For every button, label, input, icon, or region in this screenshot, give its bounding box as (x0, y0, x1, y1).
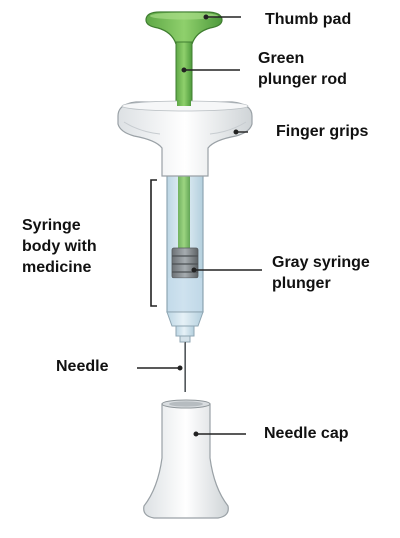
label-needle-cap: Needle cap (264, 423, 348, 444)
label-syringe-body: Syringe body with medicine (22, 215, 97, 278)
label-finger-grips: Finger grips (276, 121, 368, 142)
needle-cap (143, 399, 229, 519)
label-gray-plunger-line-1: Gray syringe (272, 254, 370, 271)
syringe-body (166, 171, 204, 343)
thumb-pad (145, 11, 223, 45)
label-needle-text: Needle (56, 358, 109, 375)
finger-grips (117, 100, 253, 177)
label-syringe-body-line-1: Syringe (22, 217, 81, 234)
needle (184, 342, 186, 392)
label-thumb-pad-text: Thumb pad (265, 11, 352, 28)
label-plunger-rod: Green plunger rod (258, 48, 347, 90)
green-plunger-rod (175, 41, 193, 109)
label-syringe-body-line-2: body with (22, 238, 97, 255)
label-gray-plunger-line-2: plunger (272, 275, 331, 292)
label-gray-plunger: Gray syringe plunger (272, 252, 370, 294)
label-thumb-pad: Thumb pad (265, 9, 351, 30)
leader-lines (137, 14, 262, 437)
label-needle: Needle (56, 356, 108, 377)
label-finger-grips-text: Finger grips (276, 123, 369, 140)
label-needle-cap-text: Needle cap (264, 425, 349, 442)
label-plunger-rod-line-2: plunger rod (258, 71, 347, 88)
label-syringe-body-line-3: medicine (22, 259, 92, 276)
label-plunger-rod-line-1: Green (258, 50, 305, 67)
syringe-body-bracket (150, 179, 157, 307)
gray-syringe-plunger (171, 247, 199, 279)
